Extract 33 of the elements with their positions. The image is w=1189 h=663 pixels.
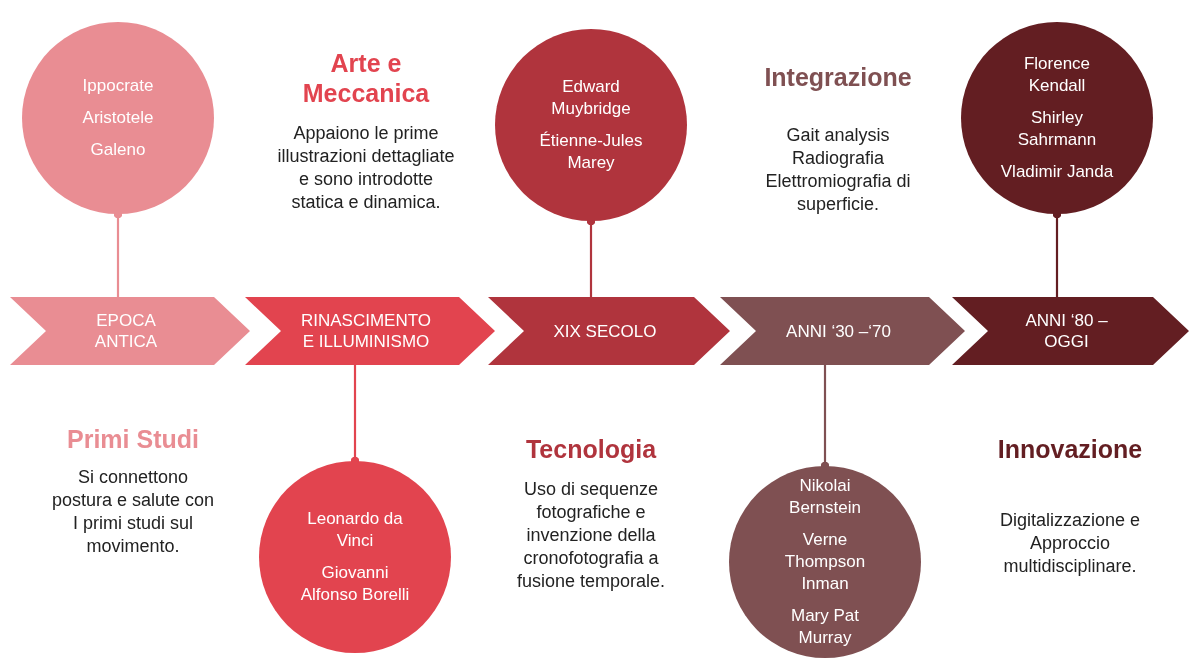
person-name: Aristotele [81, 107, 155, 129]
phase-description: Gait analysis Radiografia Elettromiografia di superficie. [764, 124, 912, 216]
phase-description: Appaiono le prime illustrazioni dettagliate e sono introdotte statica e dinamica. [276, 122, 456, 214]
period-banner [952, 297, 1189, 365]
period-label: RINASCIMENTO E ILLUMINISMO [300, 310, 433, 352]
person-name: Verne Thompson Inman [783, 529, 867, 595]
person-name: Galeno [89, 139, 147, 161]
phase-description: Digitalizzazione e Approccio multidisciplinare. [998, 509, 1142, 578]
person-name: Ippocrate [81, 75, 155, 97]
phase-description: Uso di sequenze fotografiche e invenzione della cronofotografia a fusione temporale. [515, 478, 667, 593]
period-label: ANNI ‘30 –‘70 [785, 320, 892, 342]
period-banner [720, 297, 965, 365]
period-label: ANNI ‘80 – OGGI [1024, 310, 1109, 352]
period-banner [245, 297, 495, 365]
person-name: Giovanni Alfonso Borelli [299, 562, 411, 606]
person-name: Edward Muybridge [550, 76, 632, 120]
period-banner [10, 297, 250, 365]
period-label: XIX SECOLO [552, 320, 658, 342]
person-name: Florence Kendall [1022, 53, 1092, 97]
person-name: Mary Pat Murray [790, 605, 860, 649]
period-banner [488, 297, 730, 365]
phase-title: Tecnologia [524, 434, 658, 464]
phase-title: Integrazione [763, 62, 913, 92]
phase-title: Primi Studi [66, 424, 200, 454]
phase-title: Arte e Meccanica [301, 48, 431, 108]
person-name: Vladimir Janda [999, 161, 1115, 183]
phase-description: Si connettono postura e salute con I primi studi sul movimento. [50, 466, 216, 558]
phase-title: Innovazione [996, 434, 1144, 464]
person-name: Nikolai Bernstein [788, 475, 862, 519]
person-name: Étienne-Jules Marey [538, 130, 644, 174]
person-name: Shirley Sahrmann [1016, 107, 1098, 151]
period-label: EPOCA ANTICA [93, 310, 159, 352]
person-name: Leonardo da Vinci [306, 508, 404, 552]
